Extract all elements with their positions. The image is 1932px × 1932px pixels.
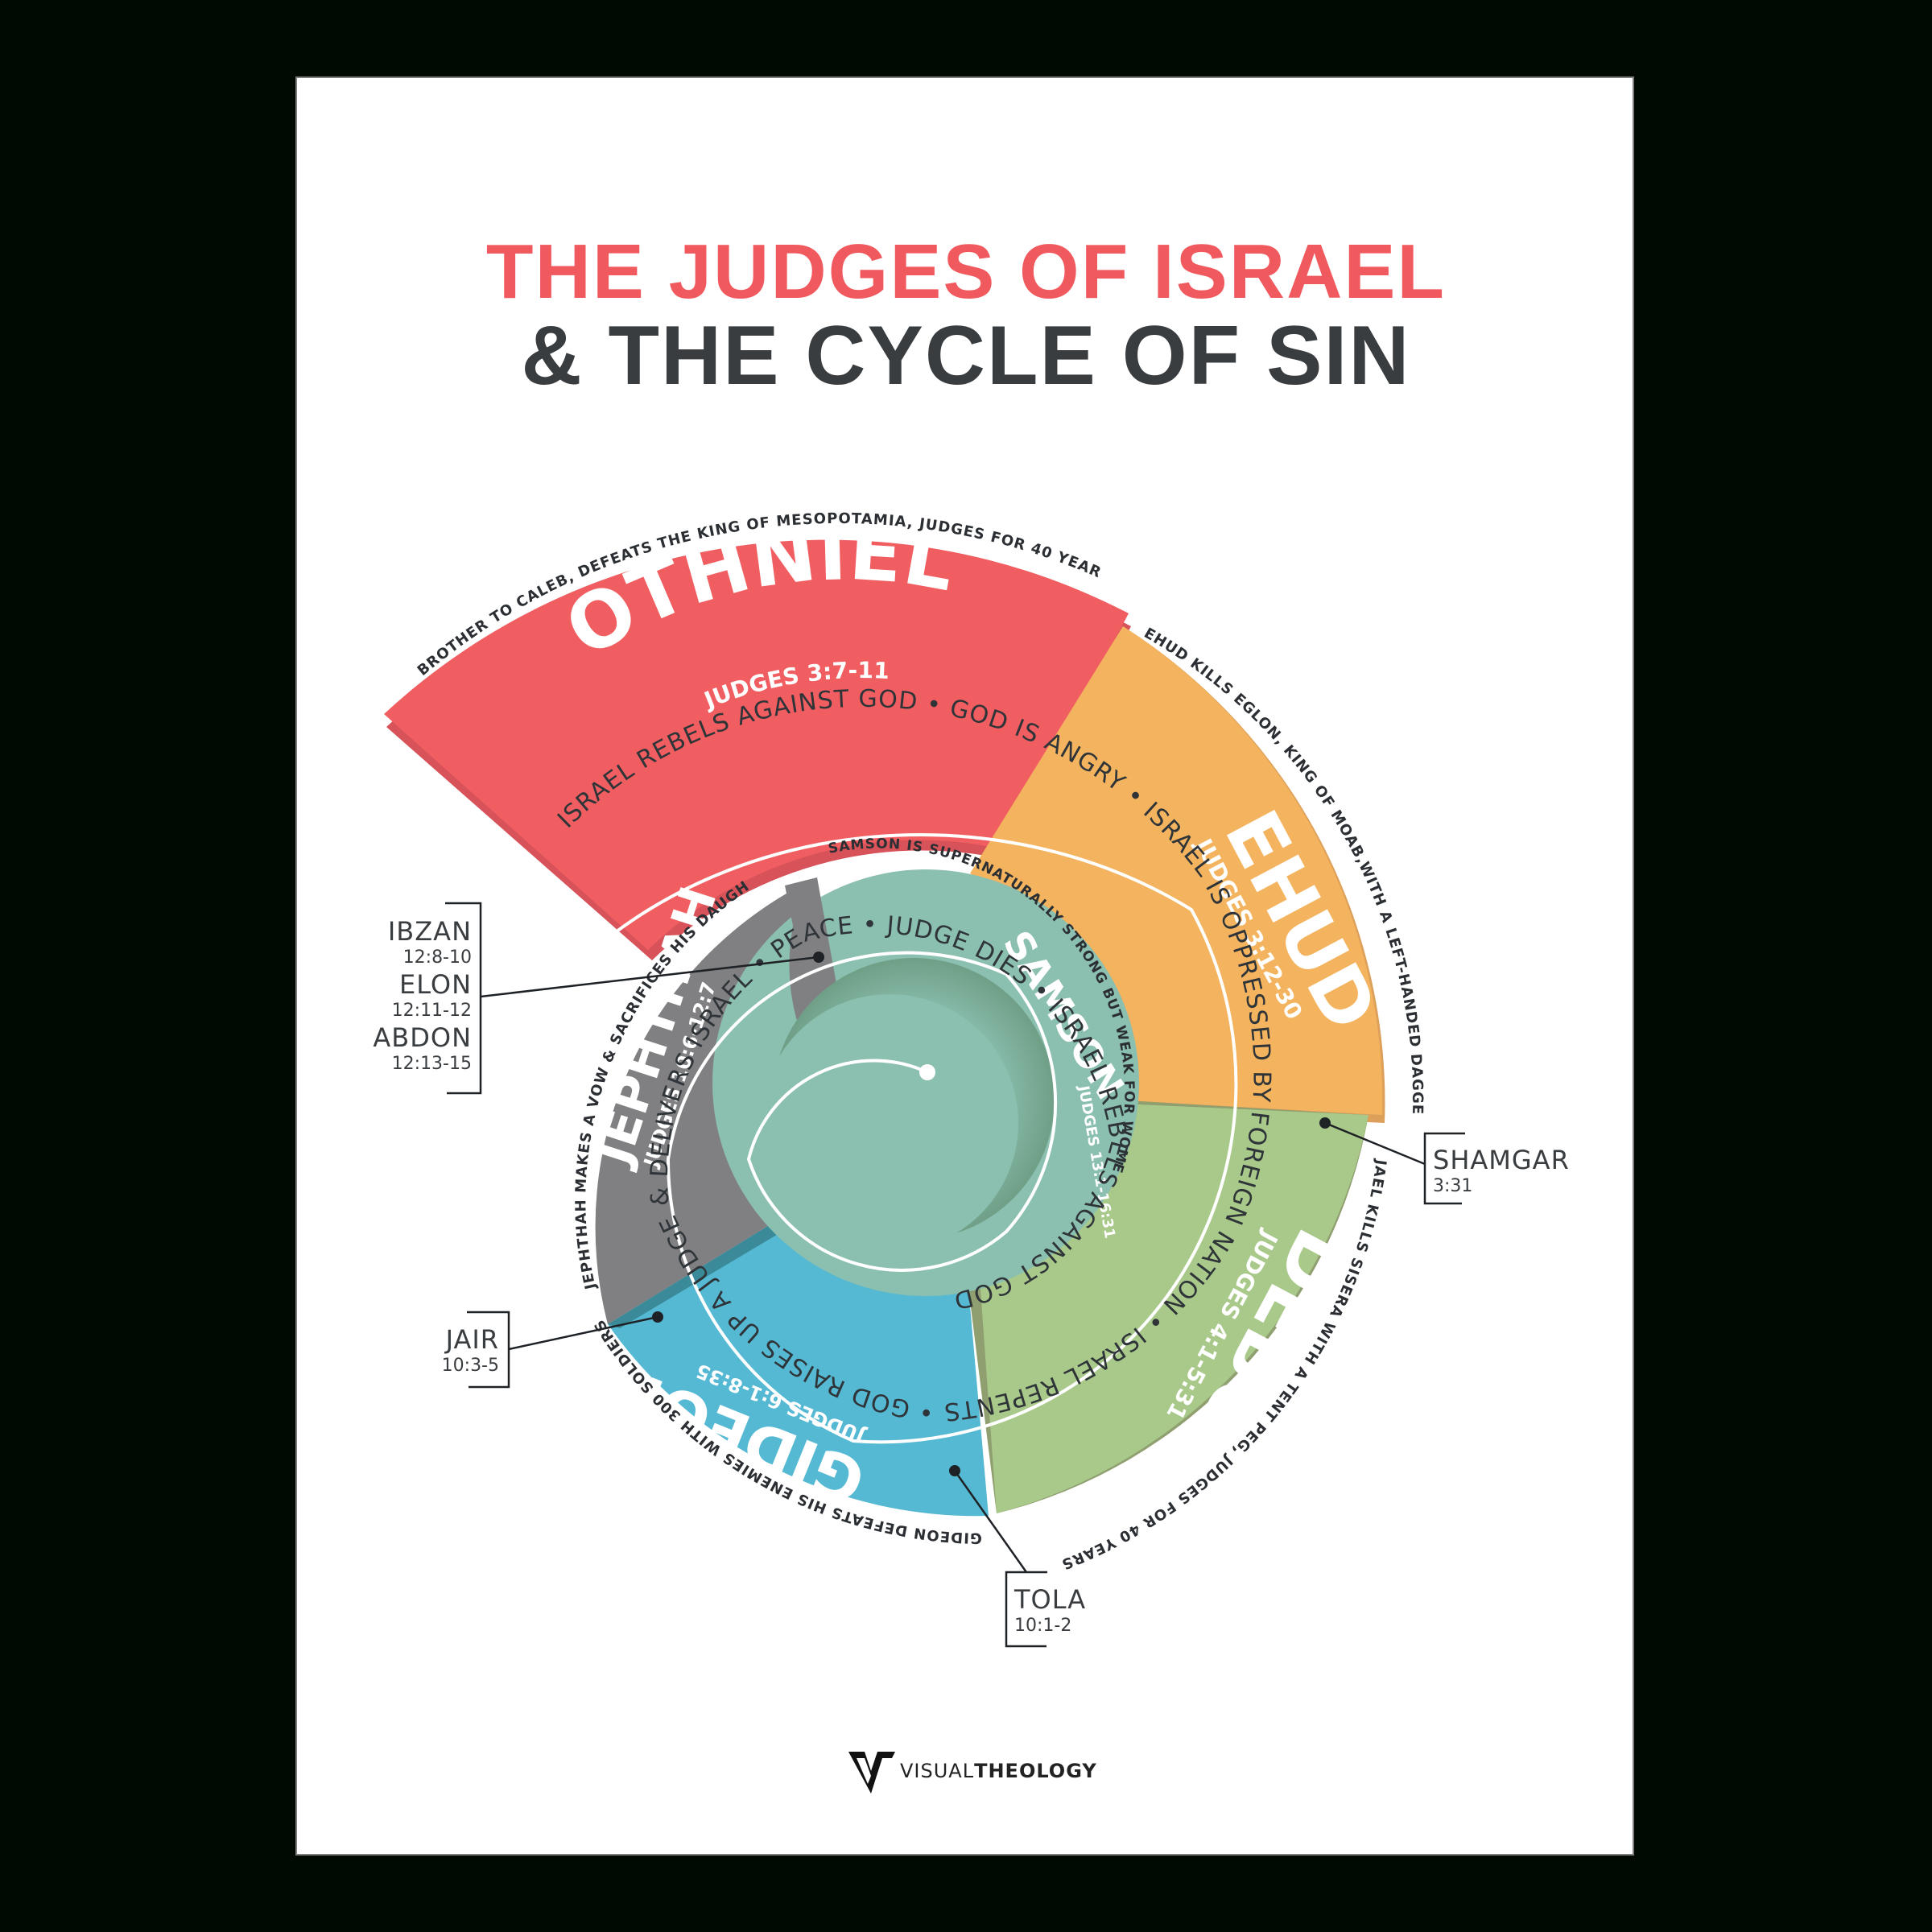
vt-logo-icon [848,1752,895,1794]
callout-tola: TOLA 10:1-2 [1014,1584,1086,1637]
abdon-name: ABDON [373,1022,472,1053]
title-line-2: & THE CYCLE OF SIN [521,309,1411,402]
gideon-wedge-edge [608,1216,793,1328]
callout-ibzan-elon-abdon: IBZAN 12:8-10 ELON 12:11-12 ABDON 12:13-… [338,916,472,1075]
shamgar-name: SHAMGAR [1433,1145,1570,1175]
cycle-start-dot [919,1064,935,1080]
callout-jair: JAIR 10:3-5 [386,1324,499,1377]
tola-name: TOLA [1014,1584,1087,1615]
callout-lines [445,902,1465,1648]
ibzan-name: IBZAN [387,916,472,947]
callout-dots [652,952,1331,1476]
jair-ref: 10:3-5 [441,1356,499,1376]
logo-text: VISUALTHEOLOGY [900,1760,1097,1782]
elon-ref: 12:11-12 [391,1001,472,1021]
shamgar-ref: 3:31 [1433,1176,1473,1196]
logo-text-light: VISUAL [900,1760,975,1782]
elon-name: ELON [398,969,472,1000]
ibzan-ref: 12:8-10 [402,947,472,968]
logo-text-bold: THEOLOGY [974,1760,1097,1782]
spiral-hole-cover [761,994,1018,1252]
abdon-ref: 12:13-15 [391,1054,472,1074]
cycle-line [578,833,1238,1444]
othniel-wedge-top [384,539,1129,950]
jair-name: JAIR [445,1324,499,1355]
visual-theology-logo: VISUALTHEOLOGY [847,1747,1097,1795]
tola-ref: 10:1-2 [1014,1616,1072,1636]
title-line-1: THE JUDGES OF ISRAEL [485,229,1447,315]
callout-shamgar: SHAMGAR 3:31 [1433,1145,1570,1198]
ehud-wedge [970,626,1383,1115]
